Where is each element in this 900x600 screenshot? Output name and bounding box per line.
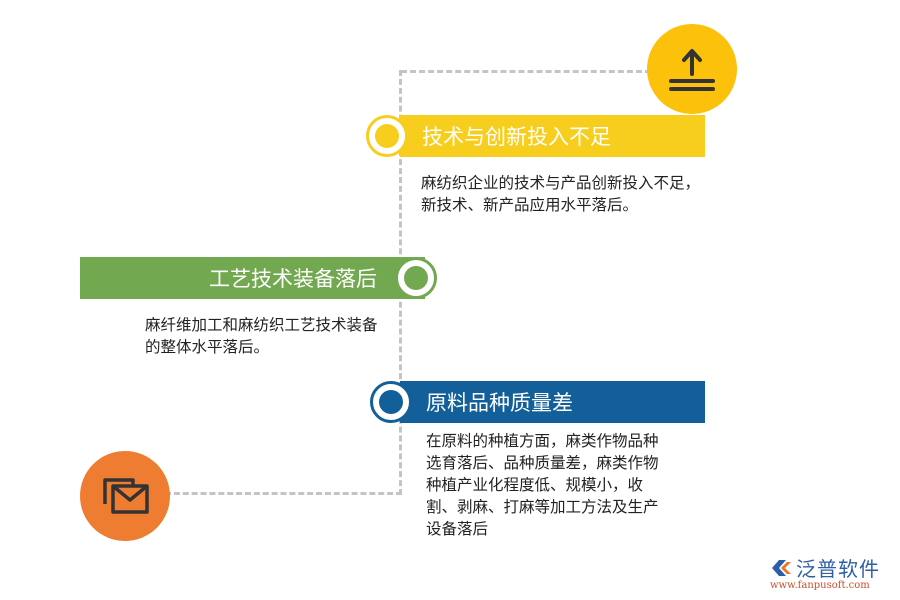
logo-mark-icon [772, 559, 791, 576]
mail-icon [103, 478, 149, 514]
item-description-2: 麻纤维加工和麻纺织工艺技术装备的整体水平落后。 [145, 316, 378, 356]
item-node-3 [370, 381, 412, 423]
logo-url: www.fanpusoft.com [770, 580, 870, 591]
item-node-1 [366, 115, 408, 157]
item-node-dot-1 [375, 124, 399, 148]
item-title-bar-3: 原料品种质量差 [400, 381, 705, 423]
item-description-1: 麻纺织企业的技术与产品创新投入不足，新技术、新产品应用水平落后。 [421, 174, 701, 214]
brand-logo: 泛普软件 www.fanpusoft.com [770, 553, 880, 591]
upload-icon [669, 49, 715, 91]
item-title-bar-2: 工艺技术装备落后 [80, 257, 425, 299]
upload-icon-circle [647, 24, 737, 114]
item-title-2: 工艺技术装备落后 [209, 267, 377, 291]
item-node-dot-3 [379, 390, 403, 414]
mail-icon-circle [80, 451, 170, 541]
connector-bottom [165, 492, 402, 495]
item-description-3: 在原料的种植方面，麻类作物品种选育落后、品种质量差，麻类作物种植产业化程度低、规… [426, 432, 659, 538]
item-node-dot-2 [404, 266, 428, 290]
logo-name: 泛普软件 [796, 557, 880, 581]
item-title-1: 技术与创新投入不足 [422, 125, 611, 149]
connector-top [401, 70, 651, 73]
item-title-bar-1: 技术与创新投入不足 [400, 115, 705, 157]
item-title-3: 原料品种质量差 [426, 391, 573, 415]
item-node-2 [395, 257, 437, 299]
